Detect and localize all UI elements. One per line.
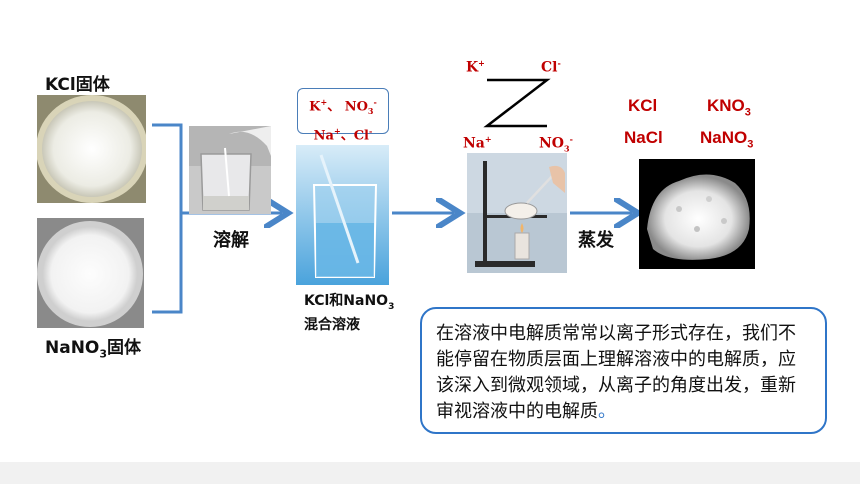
product-nacl: NaCl (624, 128, 663, 147)
dissolve-label: 溶解 (213, 230, 249, 251)
evaporation-photo (467, 153, 567, 273)
ion-na: Na+ (463, 134, 492, 152)
kcl-solid-label: KCl固体 (45, 75, 110, 95)
mixed-solution-label: KCl和NaNO3 混合溶液 (304, 293, 395, 333)
nano3-solid-photo (37, 218, 144, 328)
mixed-solution-photo (296, 145, 389, 285)
product-kno3: KNO3 (707, 96, 751, 119)
explanation-note: 在溶液中电解质常常以离子形式存在，我们不能停留在物质层面上理解溶液中的电解质，应… (420, 307, 827, 434)
ion-box-line1: K+、 NO3- (309, 97, 377, 116)
ion-box: K+、 NO3- Na+、Cl- (297, 88, 389, 143)
footer-bar (0, 462, 860, 484)
evaporate-label: 蒸发 (578, 230, 614, 251)
kcl-solid-photo (37, 95, 146, 203)
product-kcl: KCl (628, 96, 658, 115)
crystals-photo (639, 159, 755, 269)
ion-cl: Cl- (541, 58, 561, 76)
dissolving-photo (189, 126, 271, 214)
ion-k: K+ (466, 58, 485, 76)
ion-no3: NO3- (539, 134, 573, 154)
ion-box-line2: Na+、Cl- (313, 125, 373, 144)
product-nano3: NaNO3 (700, 128, 754, 151)
nano3-solid-label: NaNO3固体 (45, 338, 142, 361)
